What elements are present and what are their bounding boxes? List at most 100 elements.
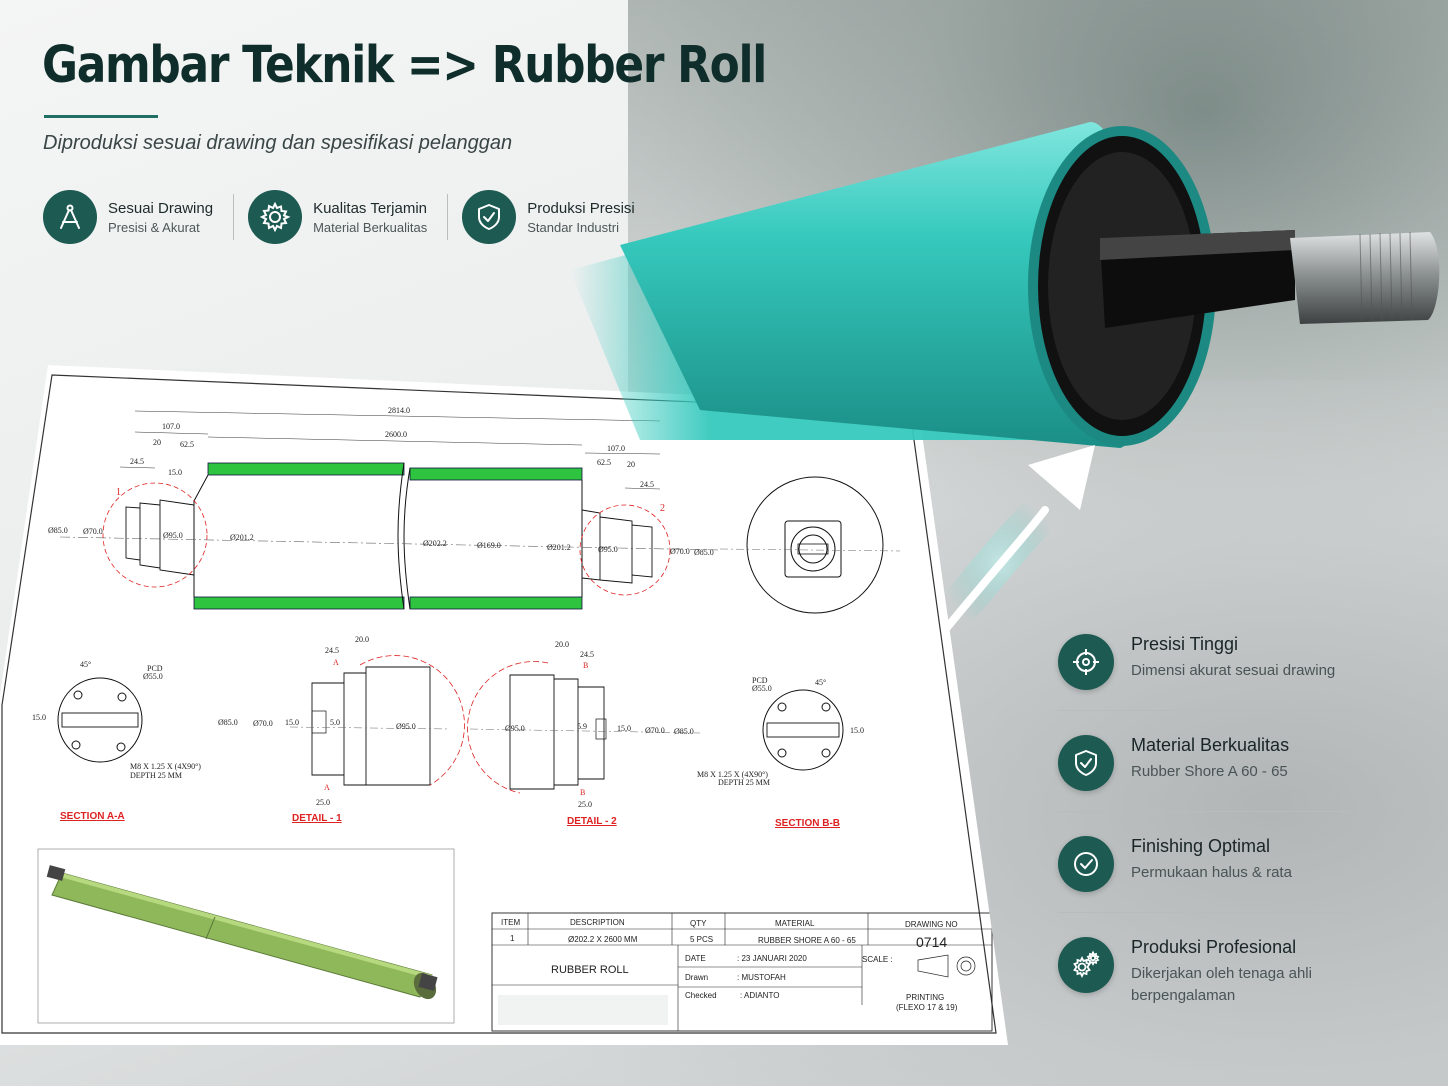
feature-title: Presisi Tinggi — [1131, 634, 1239, 654]
detail-mark-1: 1 — [116, 487, 121, 498]
tb-h-mat: MATERIAL — [775, 919, 815, 928]
tb-part-name: RUBBER ROLL — [551, 964, 629, 976]
shield-check-icon — [1058, 735, 1114, 791]
feature-kualitas-terjamin: Kualitas Terjamin Material Berkualitas — [248, 190, 427, 244]
d1-25: 25.0 — [316, 798, 330, 807]
compass-icon — [43, 190, 97, 244]
title-underline — [44, 115, 158, 118]
feature-desc: Rubber Shore A 60 - 65 — [1131, 763, 1288, 780]
dim-r245: 24.5 — [640, 480, 654, 489]
blurred-logo — [498, 995, 668, 1025]
d2-20: 20.0 — [555, 640, 569, 649]
dim-body: 2600.0 — [385, 430, 407, 439]
dim-d70-right: Ø70.0 — [670, 547, 690, 556]
dim-d2012-left: Ø201.2 — [230, 533, 254, 542]
d1-tag-top: A — [333, 658, 339, 667]
feature-title: Kualitas Terjamin — [313, 199, 428, 217]
tb-qty: 5 PCS — [690, 935, 713, 944]
d1-245: 24.5 — [325, 646, 339, 655]
tb-item: 1 — [510, 934, 515, 943]
d1-5: 5.0 — [330, 718, 340, 727]
aa-note1: M8 X 1.25 X (4X90°) — [130, 762, 201, 771]
main-roll-view: 2814.0 2600.0 107.0 20 62.5 24.5 15.0 10… — [48, 406, 721, 610]
detail-1-label: DETAIL - 1 — [292, 813, 342, 824]
feature-title: Material Berkualitas — [1131, 735, 1290, 755]
feature-desc: Dimensi akurat sesuai drawing — [1131, 662, 1336, 679]
page-subtitle: Diproduksi sesuai drawing dan spesifikas… — [43, 132, 513, 154]
detail-mark-2: 2 — [660, 503, 665, 514]
dim-d2022: Ø202.2 — [423, 539, 447, 548]
dim-l107: 107.0 — [162, 422, 180, 431]
d1-20: 20.0 — [355, 635, 369, 644]
tb-h-desc: DESCRIPTION — [570, 918, 625, 927]
d1-95: Ø95.0 — [396, 722, 416, 731]
bb-angle: 45° — [815, 678, 826, 687]
d2-tag-bottom: B — [580, 788, 585, 797]
feature-desc: Dikerjakan oleh tenaga ahli berpengalama… — [1131, 965, 1312, 1004]
dim-r20: 20 — [627, 460, 635, 469]
tb-h-dwg: DRAWING NO — [905, 920, 958, 929]
aa-note2: DEPTH 25 MM — [130, 771, 182, 780]
dim-d85-right: Ø85.0 — [694, 548, 714, 557]
d1-15: 15.0 — [285, 718, 299, 727]
feature-finishing-optimal: Finishing Optimal Permukaan halus & rata — [1058, 834, 1350, 913]
aa-h: 15.0 — [32, 713, 46, 722]
dim-l625: 62.5 — [180, 440, 194, 449]
right-feature-list: Presisi Tinggi Dimensi akurat sesuai dra… — [1058, 632, 1350, 1049]
tb-checked: : ADIANTO — [740, 991, 779, 1000]
d1-85: Ø85.0 — [218, 718, 238, 727]
d2-70: Ø70.0 — [645, 726, 665, 735]
detail-2-label: DETAIL - 2 — [567, 816, 617, 827]
feature-title: Sesuai Drawing — [108, 199, 214, 217]
title-block: ITEM DESCRIPTION QTY MATERIAL DRAWING NO… — [491, 912, 993, 1032]
divider — [233, 194, 235, 240]
tb-desc: Ø202.2 X 2600 MM — [568, 935, 638, 944]
dim-l15: 15.0 — [168, 468, 182, 477]
aa-angle: 45° — [80, 660, 91, 669]
feature-title: Produksi Profesional — [1131, 937, 1297, 957]
gears-icon — [1058, 937, 1114, 993]
dim-d95-right: Ø95.0 — [598, 545, 618, 554]
bb-pcd-val: Ø55.0 — [752, 684, 772, 693]
dim-d95-left: Ø95.0 — [163, 531, 183, 540]
tb-h-qty: QTY — [690, 919, 707, 928]
tb-drawn: : MUSTOFAH — [737, 973, 786, 982]
projection-symbol — [917, 954, 949, 978]
roll-3d-render — [37, 848, 455, 1024]
tb-drawn-label: Drawn — [685, 973, 708, 982]
detail-2: 20.0 24.5 Ø95.0 5.9 15.0 Ø70.0 Ø85.0 25.… — [467, 640, 701, 827]
tb-note1: PRINTING — [906, 993, 944, 1002]
section-bb-label: SECTION B-B — [775, 818, 840, 829]
d2-59: 5.9 — [577, 722, 587, 731]
section-bb: PCD Ø55.0 45° 15.0 M8 X 1.25 X (4X90°) D… — [697, 676, 864, 829]
gear-icon — [248, 190, 303, 244]
end-view — [719, 476, 901, 614]
dim-d70-left: Ø70.0 — [83, 527, 103, 536]
d2-85: Ø85.0 — [674, 727, 694, 736]
dim-l245: 24.5 — [130, 457, 144, 466]
aa-pcd-val: Ø55.0 — [143, 672, 163, 681]
technical-drawing-sheet: 2814.0 2600.0 107.0 20 62.5 24.5 15.0 10… — [0, 365, 1008, 1045]
feature-desc: Material Berkualitas — [313, 219, 428, 235]
dim-r625: 62.5 — [597, 458, 611, 467]
tb-material: RUBBER SHORE A 60 - 65 — [758, 936, 856, 945]
d1-70: Ø70.0 — [253, 719, 273, 728]
aa-pcd: PCD — [147, 664, 163, 673]
rubber-roll-render — [560, 110, 1448, 675]
d2-95: Ø95.0 — [505, 724, 525, 733]
dim-d85-left: Ø85.0 — [48, 526, 68, 535]
target-icon — [1058, 634, 1114, 690]
bb-note1: M8 X 1.25 X (4X90°) — [697, 770, 768, 779]
feature-sesuai-drawing: Sesuai Drawing Presisi & Akurat — [43, 190, 213, 244]
bb-note2: DEPTH 25 MM — [718, 778, 770, 787]
tb-drawing-no: 0714 — [916, 934, 947, 950]
feature-desc: Standar Industri — [527, 219, 619, 235]
d1-tag-bottom: A — [324, 783, 330, 792]
tb-h-item: ITEM — [501, 918, 520, 927]
feature-produksi-presisi: Produksi Presisi Standar Industri — [462, 190, 635, 244]
section-aa-label: SECTION A-A — [60, 811, 125, 822]
feature-material-berkualitas: Material Berkualitas Rubber Shore A 60 -… — [1058, 733, 1350, 812]
d2-15: 15.0 — [617, 724, 631, 733]
d2-25: 25.0 — [578, 800, 592, 809]
divider — [447, 194, 449, 240]
